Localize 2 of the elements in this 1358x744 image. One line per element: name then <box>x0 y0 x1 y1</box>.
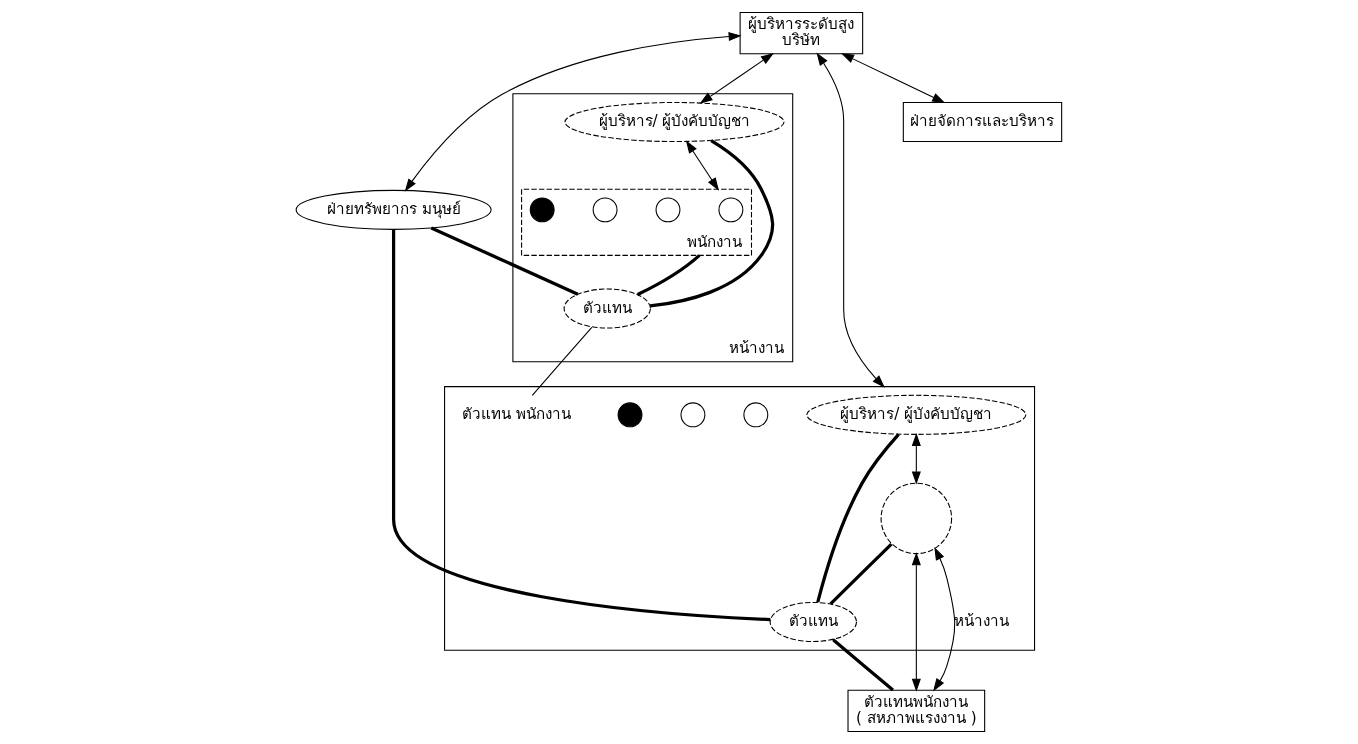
edge-label: หน้างาน <box>954 611 1010 630</box>
node-text: ตัวแทน พนักงาน <box>461 404 571 423</box>
